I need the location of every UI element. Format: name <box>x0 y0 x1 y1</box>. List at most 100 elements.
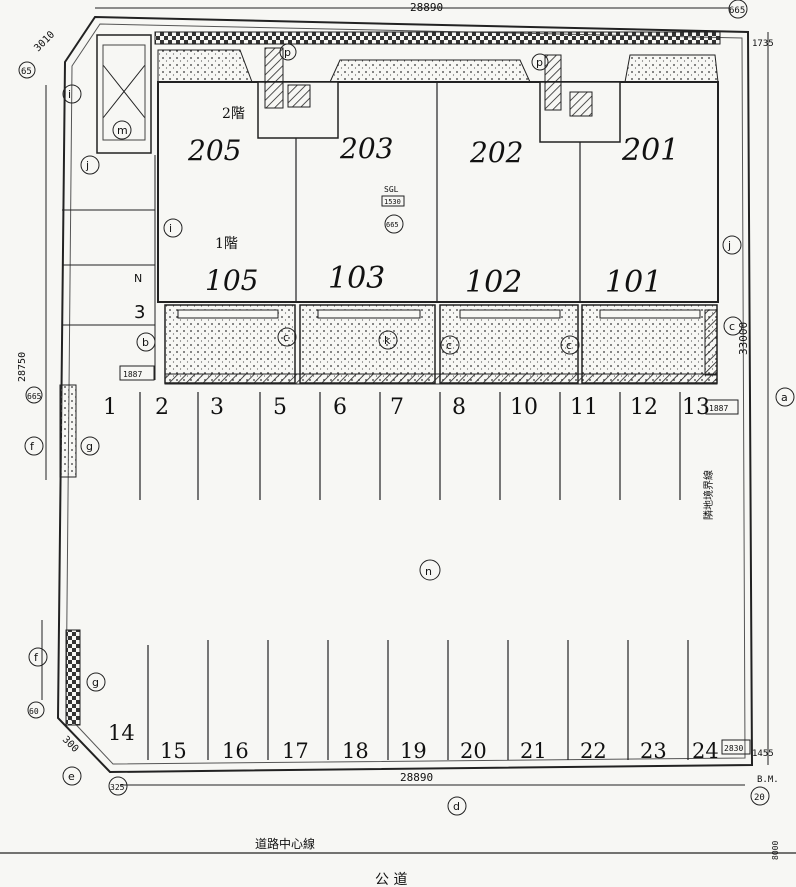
road-label: 道路中心線 <box>255 836 315 851</box>
left-box-label: 1887 <box>123 370 142 379</box>
parking-space-13: 13 <box>682 395 710 420</box>
right-top-mark: 1735 <box>752 39 774 49</box>
label-c-4: c <box>729 320 735 333</box>
right-dimension: 33000 <box>737 322 750 355</box>
label-p-2: p <box>536 56 543 69</box>
unit-101: 101 <box>605 265 662 300</box>
label-j-right: j <box>727 239 731 252</box>
n-marker: N <box>134 272 142 285</box>
label-d: d <box>453 800 460 813</box>
bottom-left-circle <box>108 776 128 796</box>
unit-105-floor-note: 1階 <box>215 236 238 252</box>
left-mid-circle <box>25 386 43 404</box>
planting-north-1 <box>157 49 253 83</box>
top-right-mark: 665 <box>729 6 745 16</box>
site-boundary-inner <box>65 23 746 765</box>
unit-205-floor-note: 2階 <box>222 106 245 122</box>
parking-space-20: 20 <box>460 739 487 763</box>
label-b: b <box>142 336 149 349</box>
label-n: n <box>425 565 432 578</box>
parking-space-7: 7 <box>390 395 404 420</box>
parking-space-15: 15 <box>160 739 187 763</box>
label-m: m <box>117 124 128 137</box>
left-top-circle <box>18 61 36 79</box>
bottom-right-circle-label: 20 <box>754 793 765 803</box>
parking-space-23: 23 <box>640 739 667 763</box>
circle-labels: i j m i b c k c c c j a p p f g f g n d … <box>24 43 795 816</box>
parking-space-6: 6 <box>333 395 347 420</box>
parking-space-3: 3 <box>210 395 224 420</box>
label-i-mid: i <box>169 222 172 235</box>
north-fence <box>154 31 721 45</box>
top-right-circle <box>728 0 748 19</box>
planting-north-2 <box>329 59 531 83</box>
left-top-mark: 65 <box>21 67 32 77</box>
parking-space-16: 16 <box>222 739 249 763</box>
parking-stripes-top <box>139 392 681 500</box>
parking-space-19: 19 <box>400 739 427 763</box>
parking-space-21: 21 <box>520 739 547 763</box>
center-mark-2: 1530 <box>384 198 401 206</box>
label-g-2: g <box>92 676 99 689</box>
left-bottom-circle <box>27 701 45 719</box>
unit-103: 103 <box>328 261 385 296</box>
right-box-label: 1887 <box>709 404 728 413</box>
bottom-dimension: 28890 <box>400 771 433 784</box>
parking-space-8: 8 <box>452 395 466 420</box>
parking-space-2: 2 <box>155 395 169 420</box>
bottom-right-mark: B.M. <box>757 775 779 785</box>
label-f-1: f <box>30 440 35 453</box>
right-side-text: 隣地境界線 <box>702 470 715 520</box>
bottom-right-circle <box>750 786 770 806</box>
parking-space-1: 1 <box>103 395 117 420</box>
parking-space-12: 12 <box>630 395 658 420</box>
parking-space-24: 24 <box>692 739 719 763</box>
parking-space-17: 17 <box>282 739 309 763</box>
label-k: k <box>384 334 391 347</box>
right-box-bottom-label: 2830 <box>724 744 743 753</box>
parking-space-18: 18 <box>342 739 369 763</box>
building-outline <box>157 81 719 303</box>
center-mark-1: SGL <box>384 185 399 194</box>
left-dimension: 28750 <box>17 352 28 382</box>
right-bottom-mark: 1455 <box>752 749 774 759</box>
parking-space-14: 14 <box>108 721 135 745</box>
unit-102: 102 <box>465 265 522 300</box>
label-p-1: p <box>284 46 291 59</box>
hedge-west-2 <box>65 629 81 726</box>
site-boundary <box>56 15 754 774</box>
unit-202: 202 <box>469 136 523 169</box>
parking-space-5: 5 <box>273 395 287 420</box>
label-c-1: c <box>283 331 289 344</box>
parking-space-11: 11 <box>570 395 598 420</box>
label-c-3: c <box>566 339 572 352</box>
center-mark-3: 665 <box>386 221 399 229</box>
unit-203: 203 <box>339 132 393 165</box>
planting-north-3 <box>624 54 719 83</box>
parking-stripes-bottom <box>147 640 689 760</box>
curb-south <box>164 373 718 385</box>
road-name: 公 道 <box>375 872 407 887</box>
garbage-storage <box>96 34 152 154</box>
label-f-2: f <box>34 651 39 664</box>
label-e: e <box>68 770 75 783</box>
parking-space-10: 10 <box>510 395 538 420</box>
label-j-left: j <box>85 159 89 172</box>
unit-201: 201 <box>621 133 679 168</box>
parking-space-22: 22 <box>580 739 607 763</box>
left-bottom-mark: 60 <box>29 707 39 716</box>
n-marker-number: 3 <box>134 302 145 323</box>
label-a: a <box>781 391 788 404</box>
unit-105: 105 <box>205 264 258 297</box>
left-mid-mark: 665 <box>27 392 42 401</box>
corner-dimension-top-left: 3010 <box>32 29 57 54</box>
label-g-1: g <box>86 440 93 453</box>
bottom-left-mark: 325 <box>110 783 125 792</box>
label-i-top: i <box>68 88 71 101</box>
unit-205: 205 <box>187 134 241 167</box>
hedge-west-1 <box>59 384 77 478</box>
label-c-2: c <box>446 339 452 352</box>
parking-numbers-bottom: 14 15 16 17 18 19 20 21 22 23 24 <box>108 721 719 763</box>
